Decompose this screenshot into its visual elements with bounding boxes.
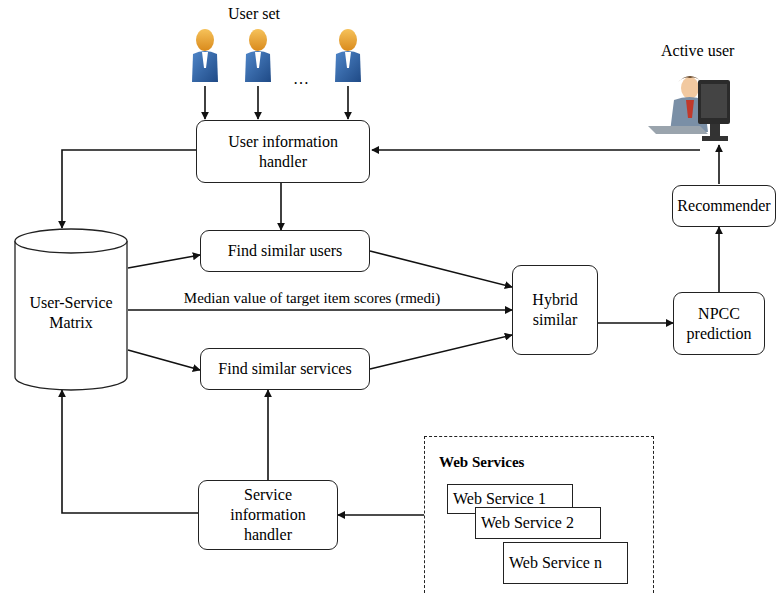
database-cylinder: User-Service Matrix [14, 228, 128, 390]
arrow-connector [338, 514, 424, 516]
box-label: User information handler [205, 132, 361, 172]
box-label: User-Service Matrix [20, 293, 122, 333]
user-icons [192, 29, 361, 82]
box-label: Hybrid similar [521, 290, 589, 330]
process-box: Find similar services [200, 348, 370, 390]
process-box: Find similar users [200, 230, 370, 272]
user-icon [192, 29, 218, 82]
service-box: Web Service 2 [475, 507, 601, 539]
arrow-connector [62, 390, 198, 513]
arrow-connector [370, 251, 512, 287]
group-box: Web ServicesWeb Service 1 Web Service 2 We… [424, 436, 654, 593]
arrow-connector [128, 255, 200, 268]
process-box: Recommender [672, 185, 776, 227]
box-label: Find similar users [228, 241, 343, 261]
box-label: Web Service 2 [481, 513, 574, 533]
arrow-connector [267, 390, 269, 480]
arrow-connector [598, 322, 673, 324]
arrow-connector [280, 183, 282, 230]
box-label: Service information handler [207, 485, 329, 545]
icon-caption: User set [228, 5, 280, 23]
box-label: Web Service 1 [453, 489, 546, 509]
active-user-icon [648, 76, 730, 141]
ellipsis: … [293, 70, 309, 88]
arrow-connector [370, 335, 512, 369]
arrow-connector [128, 350, 200, 370]
user-icon [335, 29, 361, 82]
service-box: Web Service n [503, 542, 628, 584]
process-box: User information handler [196, 120, 370, 183]
box-label: NPCC prediction [682, 304, 756, 344]
arrow-connector [62, 150, 196, 228]
arrow-connector [718, 227, 720, 292]
active-user-lines [372, 145, 719, 184]
process-box: Hybrid similar [512, 265, 598, 355]
group-heading: Web Services [439, 453, 524, 472]
box-label: Web Service n [509, 553, 602, 573]
edge-label: Median value of target item scores (rmed… [182, 290, 442, 307]
process-box: NPCC prediction [673, 292, 765, 355]
box-label: Recommender [677, 196, 770, 216]
user-icon [245, 29, 271, 82]
arrow-connector [128, 309, 512, 311]
box-label: Find similar services [218, 359, 351, 379]
icon-caption: Active user [661, 42, 734, 60]
user-arrows [205, 86, 348, 119]
process-box: Service information handler [198, 480, 338, 550]
